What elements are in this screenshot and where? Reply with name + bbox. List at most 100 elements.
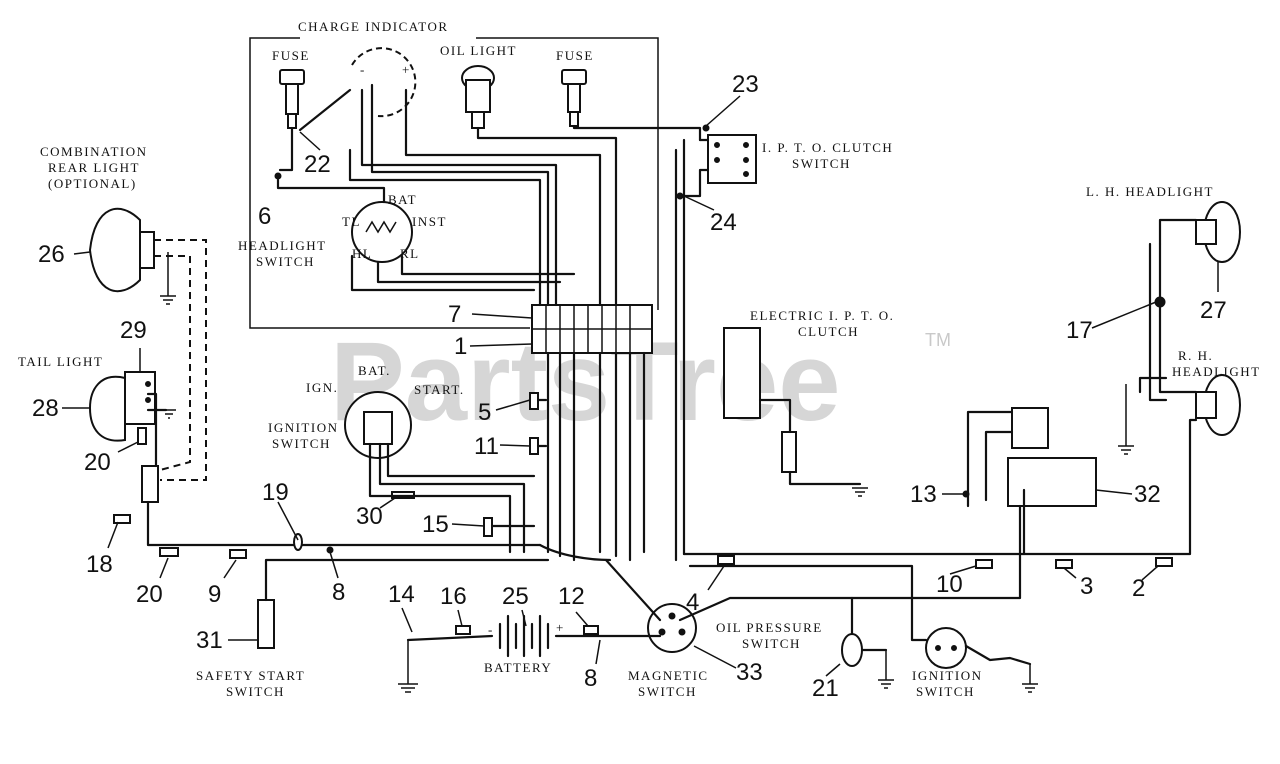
label-hl-rl: RL [400, 246, 420, 261]
fuse-left [279, 69, 305, 129]
ignition-key-switch [344, 391, 412, 459]
label-hl-bat: BAT [388, 192, 417, 207]
ipto-clutch-switch [707, 134, 757, 184]
label-lh-headlight: L. H. HEADLIGHT [1086, 184, 1214, 199]
callout-30: 30 [356, 503, 383, 530]
callout-2: 2 [1132, 575, 1145, 602]
callout-8-left: 8 [332, 579, 345, 606]
callout-23: 23 [732, 71, 759, 98]
label-combo-light-3: (OPTIONAL) [48, 176, 137, 191]
label-magnetic-switch-1: MAGNETIC [628, 668, 709, 683]
label-combo-light-1: COMBINATION [40, 144, 148, 159]
label-ignition-switch-b-1: IGNITION [912, 668, 982, 683]
dash-panel-outline-right [476, 37, 659, 310]
optional-wire-1 [154, 239, 207, 481]
callout-13: 13 [910, 481, 937, 508]
ground-symbols [160, 252, 1134, 693]
callout-21: 21 [812, 675, 839, 702]
callout-32: 32 [1134, 481, 1161, 508]
label-battery-minus: - [488, 622, 494, 637]
magnetic-switch [647, 603, 697, 653]
callout-10: 10 [936, 571, 963, 598]
callout-17: 17 [1066, 317, 1093, 344]
label-safety-start-1: SAFETY START [196, 668, 305, 683]
callout-22: 22 [304, 151, 331, 178]
oil-pressure-switch [841, 633, 863, 667]
connector-block [531, 304, 653, 354]
optional-wire-2 [154, 255, 191, 471]
callout-31: 31 [196, 627, 223, 654]
callout-24: 24 [710, 209, 737, 236]
label-hl-inst: INST [412, 214, 447, 229]
label-headlight-switch-1: HEADLIGHT [238, 238, 327, 253]
svg-text:-: - [360, 62, 366, 77]
ignition-coil-switch [925, 627, 967, 669]
label-magnetic-switch-2: SWITCH [638, 684, 697, 699]
safety-start-switch [257, 599, 275, 649]
label-ign-bat: BAT. [358, 363, 391, 378]
label-oil-pressure-1: OIL PRESSURE [716, 620, 823, 635]
label-oil-light: OIL LIGHT [440, 43, 517, 58]
label-electric-clutch-1: ELECTRIC I. P. T. O. [750, 308, 894, 323]
electric-ipto-clutch [723, 327, 761, 419]
label-pto-switch-1: I. P. T. O. CLUTCH [762, 140, 893, 155]
label-ignition-switch-1: IGNITION [268, 420, 338, 435]
callout-27: 27 [1200, 297, 1227, 324]
callout-9: 9 [208, 581, 221, 608]
tail-light [88, 371, 156, 442]
label-headlight-switch-2: SWITCH [256, 254, 315, 269]
label-charge-indicator: CHARGE INDICATOR [298, 19, 449, 34]
callout-8-bottom: 8 [584, 665, 597, 692]
label-ignition-switch-b-2: SWITCH [916, 684, 975, 699]
callout-7: 7 [448, 301, 461, 328]
label-pto-switch-2: SWITCH [792, 156, 851, 171]
label-oil-pressure-2: SWITCH [742, 636, 801, 651]
label-rh-headlight-2: HEADLIGHT [1172, 364, 1261, 379]
label-battery: BATTERY [484, 660, 552, 675]
callout-26: 26 [38, 241, 65, 268]
fuse-right [561, 69, 587, 127]
wiring-harness [146, 83, 1198, 666]
headlight-switch [351, 201, 413, 263]
callout-15: 15 [422, 511, 449, 538]
label-electric-clutch-2: CLUTCH [798, 324, 859, 339]
label-fuse-right: FUSE [556, 48, 594, 63]
callout-29: 29 [120, 317, 147, 344]
regulator-module [1007, 407, 1097, 507]
watermark-tm: TM [925, 330, 951, 350]
label-rh-headlight-1: R. H. [1178, 348, 1213, 363]
charge-indicator: - + [351, 47, 417, 118]
callout-3: 3 [1080, 573, 1093, 600]
callout-4: 4 [686, 589, 699, 616]
lh-headlight [1195, 201, 1241, 263]
label-battery-plus: + [556, 620, 565, 635]
label-ign-start: START. [414, 382, 465, 397]
label-hl-tl: TL [342, 214, 361, 229]
svg-text:+: + [402, 62, 411, 77]
callout-11: 11 [474, 433, 499, 460]
callout-14: 14 [388, 581, 415, 608]
dash-panel-outline [249, 37, 530, 329]
callout-20-bottom: 20 [136, 581, 163, 608]
label-tail-light: TAIL LIGHT [18, 354, 103, 369]
callout-25: 25 [502, 583, 529, 610]
label-combo-light-2: REAR LIGHT [48, 160, 140, 175]
callout-18: 18 [86, 551, 113, 578]
battery [498, 614, 550, 658]
callout-28: 28 [32, 395, 59, 422]
callout-33: 33 [736, 659, 763, 686]
label-ign-ign: IGN. [306, 380, 338, 395]
callout-12: 12 [558, 583, 585, 610]
label-hl-hl: HL [352, 246, 372, 261]
label-fuse-left: FUSE [272, 48, 310, 63]
label-safety-start-2: SWITCH [226, 684, 285, 699]
callout-1: 1 [454, 333, 467, 360]
oil-light [461, 65, 495, 129]
label-ignition-switch-2: SWITCH [272, 436, 331, 451]
callout-20-top: 20 [84, 449, 111, 476]
combination-rear-light [88, 207, 155, 293]
callout-5: 5 [478, 399, 491, 426]
callout-6: 6 [258, 203, 271, 230]
